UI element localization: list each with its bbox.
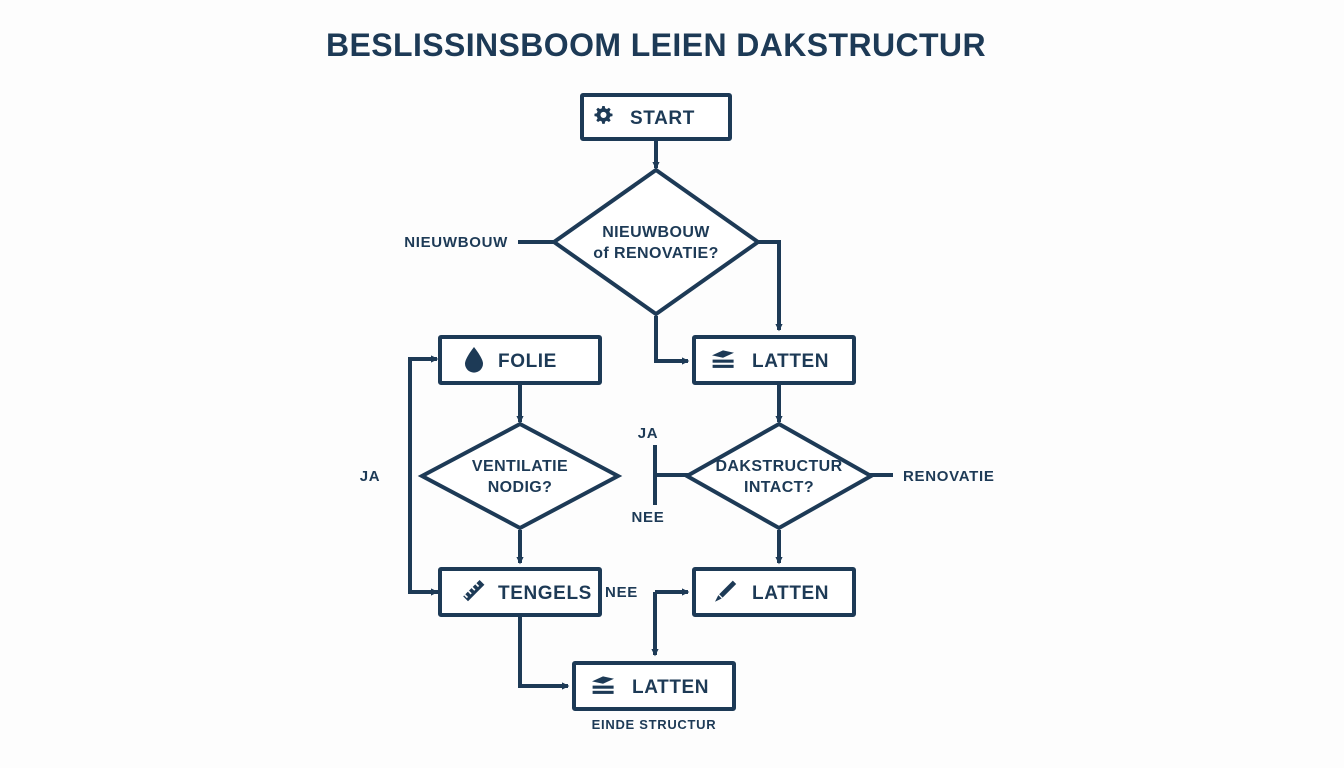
decision-ventilatie-line1: VENTILATIE (472, 458, 568, 475)
water-drop-icon (465, 347, 483, 373)
decision-ventilatie-diamond[interactable] (417, 421, 623, 531)
latten-end-box[interactable] (572, 661, 736, 711)
latten-top-box[interactable] (692, 335, 856, 385)
node-start[interactable]: START (580, 93, 732, 141)
edge-label-ja-left: JA (360, 468, 381, 485)
decision-type-line2: of RENOVATIE? (593, 245, 719, 262)
node-latten-end[interactable]: LATTEN EINDE STRUCTUR (572, 661, 736, 732)
gear-icon (594, 106, 613, 124)
node-tengels[interactable]: TENGELS (438, 567, 602, 617)
tengels-label: TENGELS (498, 583, 592, 604)
folie-box[interactable] (438, 335, 602, 385)
latten-end-caption: EINDE STRUCTUR (592, 717, 717, 732)
ruler-icon (463, 580, 485, 602)
edge-label-renovatie: RENOVATIE (903, 468, 995, 485)
decision-ventilatie-line2: NODIG? (488, 479, 553, 496)
decision-type-diamond[interactable] (550, 167, 762, 317)
decision-type-line1: NIEUWBOUW (602, 224, 710, 241)
start-box[interactable] (580, 93, 732, 141)
start-label: START (630, 108, 695, 129)
node-decision-dakstructur[interactable]: DAKSTRUCTUR INTACT? (682, 421, 876, 531)
decision-dakstructur-diamond[interactable] (682, 421, 876, 531)
edge-type-right-to-latten-top (756, 240, 783, 332)
folie-label: FOLIE (498, 351, 557, 372)
layers-icon (592, 676, 614, 694)
latten-right-label: LATTEN (752, 583, 829, 604)
node-folie[interactable]: FOLIE (438, 335, 602, 385)
node-latten-top[interactable]: LATTEN (692, 335, 856, 385)
edge-label-nee-bottom: NEE (605, 584, 638, 601)
layers-icon (712, 350, 734, 368)
edge-type-bottom-to-latten-top (654, 316, 690, 365)
decision-dakstructur-line2: INTACT? (744, 479, 814, 496)
edge-tengels-to-latten-end (518, 616, 570, 690)
decision-dakstructur-line1: DAKSTRUCTUR (715, 458, 842, 475)
latten-end-label: LATTEN (632, 677, 709, 698)
page-title: BESLISSINSBOOM LEIEN DAKSTRUCTUR (326, 27, 986, 63)
edge-label-ja-mid: JA (638, 425, 659, 442)
node-decision-type[interactable]: NIEUWBOUW of RENOVATIE? (550, 167, 762, 317)
node-decision-ventilatie[interactable]: VENTILATIE NODIG? (417, 421, 623, 531)
slat-icon (715, 580, 737, 602)
latten-top-label: LATTEN (752, 351, 829, 372)
edge-label-nee-mid: NEE (632, 509, 665, 526)
edge-label-nieuwbouw: NIEUWBOUW (404, 234, 508, 251)
latten-right-box[interactable] (692, 567, 856, 617)
node-latten-right[interactable]: LATTEN (692, 567, 856, 617)
